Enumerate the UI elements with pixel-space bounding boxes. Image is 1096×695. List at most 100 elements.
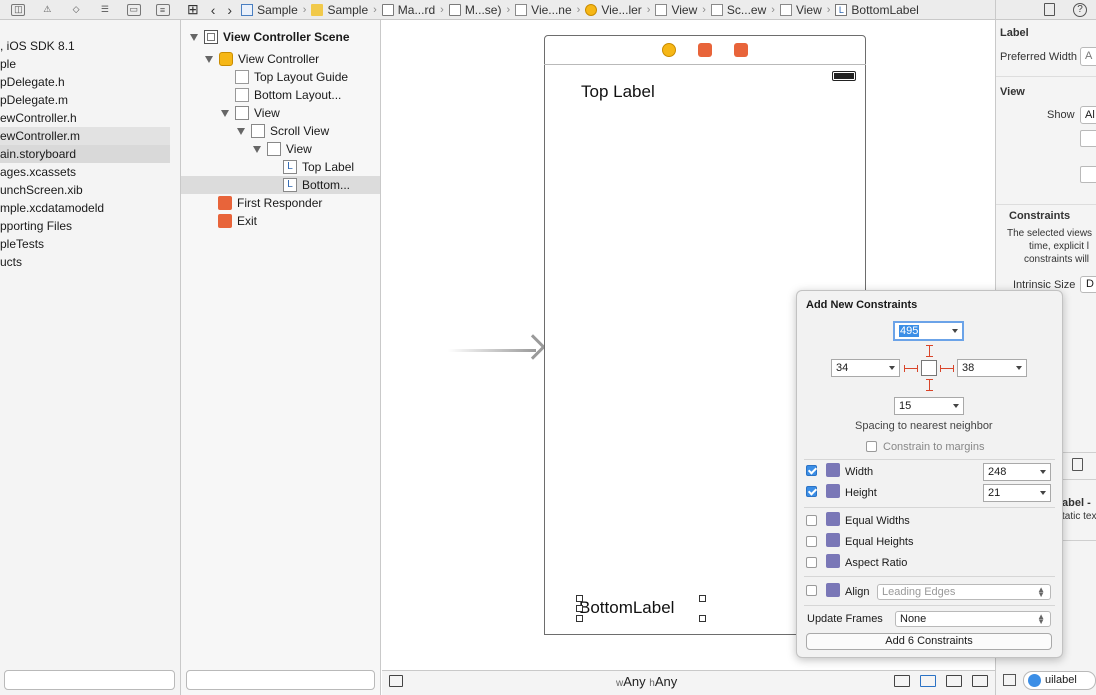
nav-item[interactable]: mple.xcdatamodeld: [0, 199, 181, 217]
height-checkbox[interactable]: [806, 486, 817, 497]
disclosure-triangle-icon[interactable]: [253, 145, 261, 153]
nav-item[interactable]: , iOS SDK 8.1: [0, 37, 181, 55]
add-constraints-button[interactable]: Add 6 Constraints: [806, 633, 1052, 650]
breadcrumb-folder[interactable]: Sample: [308, 3, 371, 17]
width-value-field[interactable]: 248: [983, 463, 1051, 481]
left-spacing-field[interactable]: 34: [831, 359, 900, 377]
show-outline-icon[interactable]: [389, 675, 403, 687]
resize-handle[interactable]: [576, 595, 583, 602]
back-arrow-icon[interactable]: ‹: [210, 1, 216, 18]
exit-icon[interactable]: [734, 42, 748, 57]
align-icon[interactable]: [894, 675, 910, 687]
grid-view-icon[interactable]: [1003, 674, 1016, 686]
bottom-spacing-field[interactable]: 15: [894, 397, 964, 415]
top-label[interactable]: Top Label: [581, 82, 655, 101]
outline-view[interactable]: View: [221, 104, 280, 122]
breadcrumb-view-controller[interactable]: Vie...ler: [582, 3, 644, 17]
breadcrumb-storyboard-base[interactable]: M...se): [446, 3, 505, 17]
file-inspector-icon[interactable]: [1044, 3, 1055, 16]
resize-handle[interactable]: [699, 615, 706, 622]
outline-exit[interactable]: Exit: [218, 212, 257, 230]
outline-inner-view[interactable]: View: [253, 140, 312, 158]
first-responder-icon[interactable]: [698, 42, 712, 57]
nav-item[interactable]: unchScreen.xib: [0, 181, 181, 199]
dropdown-arrow-icon[interactable]: [1016, 366, 1022, 370]
top-strut[interactable]: [929, 345, 930, 357]
breakpoint-icon[interactable]: ◇: [72, 4, 80, 14]
warning-icon[interactable]: ⚠: [43, 4, 52, 14]
dropdown-arrow-icon[interactable]: [1040, 491, 1046, 495]
breadcrumb-project[interactable]: Sample: [238, 3, 301, 17]
width-checkbox[interactable]: [806, 465, 817, 476]
outline-filter-field[interactable]: [186, 670, 375, 690]
symbol-navigator-icon[interactable]: ◫: [11, 3, 26, 16]
bottom-label-selected[interactable]: BottomLabel: [579, 598, 675, 617]
breadcrumb-inner-view[interactable]: View: [777, 3, 825, 17]
right-spacing-field[interactable]: 38: [957, 359, 1027, 377]
outline-scene[interactable]: View Controller Scene: [190, 28, 350, 46]
outline-first-responder[interactable]: First Responder: [218, 194, 322, 212]
outline-scroll-view[interactable]: Scroll View: [237, 122, 329, 140]
resize-handle[interactable]: [699, 595, 706, 602]
nav-item[interactable]: ages.xcassets: [0, 163, 181, 181]
view-controller-icon[interactable]: [662, 42, 676, 57]
constrain-margins-checkbox[interactable]: [866, 441, 877, 452]
equal-heights-checkbox[interactable]: [806, 536, 817, 547]
list-icon[interactable]: ☰: [100, 4, 109, 14]
dropdown-arrow-icon[interactable]: [952, 329, 958, 333]
tag-icon[interactable]: ▭: [126, 3, 141, 16]
nav-item[interactable]: ewController.h: [0, 109, 181, 127]
height-value-field[interactable]: 21: [983, 484, 1051, 502]
align-checkbox[interactable]: [806, 585, 817, 596]
navigator-filter-field[interactable]: [4, 670, 175, 690]
file-template-library-icon[interactable]: [1072, 458, 1083, 471]
nav-item[interactable]: pDelegate.h: [0, 73, 181, 91]
equal-widths-checkbox[interactable]: [806, 515, 817, 526]
comment-icon[interactable]: ≡: [155, 3, 170, 16]
nav-item[interactable]: ucts: [0, 253, 181, 271]
forward-arrow-icon[interactable]: ›: [227, 1, 233, 18]
bottom-strut[interactable]: [929, 379, 930, 391]
size-class-control[interactable]: wAny hAny: [616, 674, 677, 689]
show-popup[interactable]: Al: [1080, 106, 1096, 124]
resizing-behavior-icon[interactable]: [972, 675, 988, 687]
resize-handle[interactable]: [576, 615, 583, 622]
dropdown-arrow-icon[interactable]: [953, 404, 959, 408]
disclosure-triangle-icon[interactable]: [190, 33, 198, 41]
pin-icon[interactable]: [920, 675, 936, 687]
dropdown-arrow-icon[interactable]: [889, 366, 895, 370]
disclosure-triangle-icon[interactable]: [205, 55, 213, 63]
inspector-field[interactable]: [1080, 166, 1096, 183]
breadcrumb-view[interactable]: View: [652, 3, 700, 17]
outline-view-controller[interactable]: View Controller: [205, 50, 319, 68]
library-search-field[interactable]: uilabel: [1023, 671, 1096, 690]
nav-item[interactable]: pleTests: [0, 235, 181, 253]
breadcrumb-scroll-view[interactable]: Sc...ew: [708, 3, 769, 17]
resolve-issues-icon[interactable]: [946, 675, 962, 687]
update-frames-popup[interactable]: None▲▼: [895, 611, 1051, 627]
breadcrumb-storyboard[interactable]: Ma...rd: [379, 3, 438, 17]
outline-bottom-layout-guide[interactable]: Bottom Layout...: [235, 86, 341, 104]
right-strut[interactable]: [940, 368, 954, 369]
dropdown-arrow-icon[interactable]: [1040, 470, 1046, 474]
aspect-ratio-checkbox[interactable]: [806, 557, 817, 568]
disclosure-triangle-icon[interactable]: [237, 127, 245, 135]
resize-handle[interactable]: [576, 605, 583, 612]
nav-item[interactable]: ple: [0, 55, 181, 73]
inspector-field[interactable]: [1080, 130, 1096, 147]
outline-top-layout-guide[interactable]: Top Layout Guide: [235, 68, 348, 86]
nav-item[interactable]: pporting Files: [0, 217, 181, 235]
nav-item[interactable]: pDelegate.m: [0, 91, 181, 109]
left-strut[interactable]: [904, 368, 918, 369]
nav-item[interactable]: ewController.m: [0, 127, 170, 145]
disclosure-triangle-icon[interactable]: [221, 109, 229, 117]
preferred-width-field[interactable]: A: [1080, 47, 1096, 66]
breadcrumb-scene[interactable]: Vie...ne: [512, 3, 574, 17]
align-popup[interactable]: Leading Edges▲▼: [877, 584, 1051, 600]
nav-item-selected[interactable]: ain.storyboard: [0, 145, 170, 163]
grid-icon[interactable]: ⊞: [187, 1, 199, 17]
intrinsic-size-popup[interactable]: D: [1080, 276, 1096, 293]
